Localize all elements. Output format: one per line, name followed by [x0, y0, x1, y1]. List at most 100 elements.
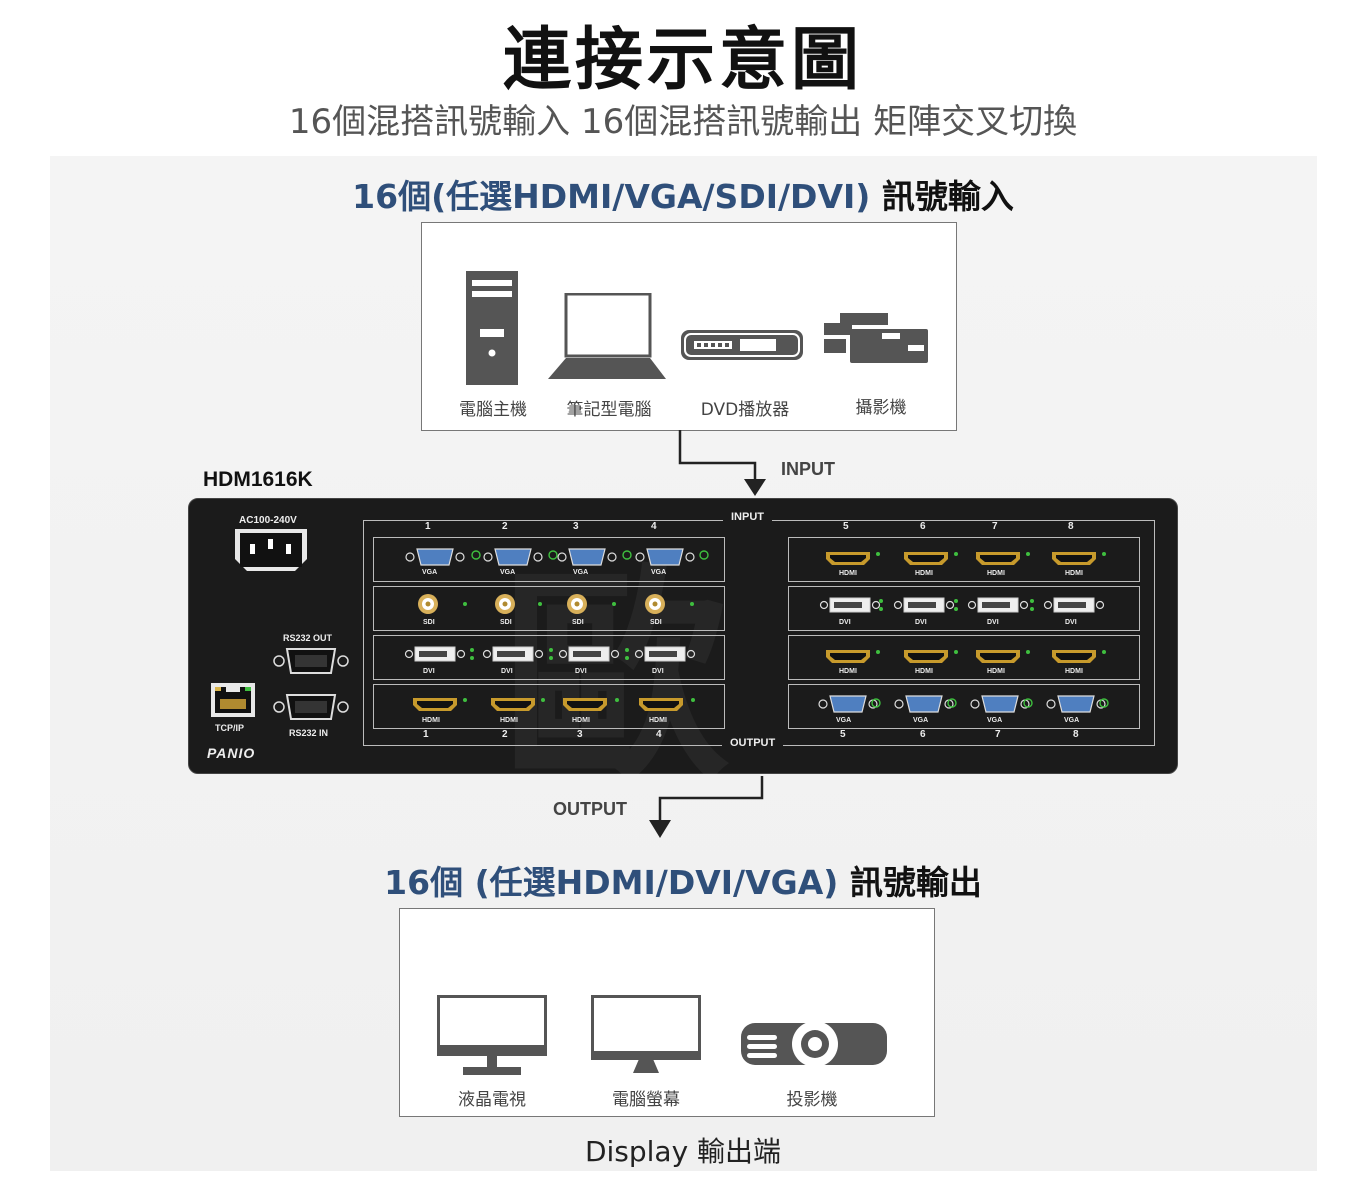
dvi-port-icon[interactable]	[967, 597, 1029, 613]
vga-port-icon[interactable]	[1045, 695, 1107, 713]
rs232-out-port-icon[interactable]	[271, 647, 351, 675]
port-label: HDMI	[987, 668, 1005, 675]
hdmi-port-icon[interactable]	[412, 697, 458, 712]
output-devices-box: 液晶電視 電腦螢幕 投影機	[399, 908, 935, 1117]
port-label: SDI	[650, 619, 662, 626]
vga-port-icon[interactable]	[969, 695, 1031, 713]
status-led-icon	[876, 650, 880, 654]
hdmi-port-icon[interactable]	[975, 649, 1021, 664]
device-label: 筆記型電腦	[566, 400, 652, 420]
device-label: 液晶電視	[458, 1090, 526, 1110]
status-led-icon	[690, 602, 694, 606]
device-label: 電腦主機	[459, 400, 527, 420]
hdmi-port-icon[interactable]	[975, 551, 1021, 566]
output-card-hdmi: HDMI HDMI HDMI HDMI	[788, 537, 1140, 582]
port-number: 1	[425, 521, 431, 532]
port-number: 3	[573, 521, 579, 532]
brand-logo: PANIO	[207, 745, 256, 761]
port-label: VGA	[573, 569, 589, 576]
sdi-bnc-port-icon[interactable]	[644, 593, 666, 615]
ethernet-port-icon[interactable]	[211, 683, 255, 717]
projector-icon	[741, 1021, 887, 1067]
dvi-port-icon[interactable]	[634, 646, 696, 662]
hdmi-port-icon[interactable]	[903, 649, 949, 664]
input-flow-label: INPUT	[781, 459, 835, 479]
port-number: 5	[840, 729, 846, 740]
vga-port-icon[interactable]	[893, 695, 955, 713]
port-label: SDI	[423, 619, 435, 626]
port-number: 5	[843, 521, 849, 532]
port-label: DVI	[915, 619, 927, 626]
rs232-in-port-icon[interactable]	[271, 693, 351, 721]
power-label: AC100-240V	[239, 515, 297, 526]
matrix-switcher-back-panel: 歐瑞 AC100-240V RS232 OUT TCP/IP RS232 IN …	[188, 498, 1178, 1147]
output-card-vga: VGA VGA VGA VGA	[788, 684, 1140, 729]
dvi-port-icon[interactable]	[1043, 597, 1105, 613]
sdi-bnc-port-icon[interactable]	[566, 593, 588, 615]
status-led-icon	[625, 648, 629, 660]
port-label: HDMI	[915, 668, 933, 675]
hdmi-port-icon[interactable]	[825, 551, 871, 566]
status-led-icon	[954, 552, 958, 556]
hdmi-port-icon[interactable]	[638, 697, 684, 712]
output-flow-label: OUTPUT	[553, 799, 627, 819]
dvi-port-icon[interactable]	[404, 646, 466, 662]
port-label: VGA	[651, 569, 667, 576]
vga-port-icon[interactable]	[817, 695, 879, 713]
lcd-tv-icon	[437, 995, 547, 1075]
status-led-icon	[538, 602, 542, 606]
port-label: HDMI	[1065, 668, 1083, 675]
output-heading-suffix: 訊號輸出	[849, 863, 982, 902]
dvi-port-icon[interactable]	[558, 646, 620, 662]
dvi-port-icon[interactable]	[482, 646, 544, 662]
port-label: HDMI	[839, 570, 857, 577]
input-devices-box: 電腦主機 筆記型電腦 DVD播放器 攝影機	[421, 222, 957, 431]
laptop-icon	[548, 293, 666, 379]
vga-port-icon[interactable]	[634, 548, 696, 566]
sdi-bnc-port-icon[interactable]	[417, 593, 439, 615]
vga-port-icon[interactable]	[404, 548, 466, 566]
status-led-icon	[879, 599, 883, 611]
status-led-icon	[471, 550, 481, 560]
port-label: HDMI	[915, 570, 933, 577]
port-number: 8	[1073, 729, 1079, 740]
hdmi-port-icon[interactable]	[903, 551, 949, 566]
status-led-icon	[463, 602, 467, 606]
hdmi-port-icon[interactable]	[1051, 551, 1097, 566]
hdmi-port-icon[interactable]	[825, 649, 871, 664]
port-number: 2	[502, 521, 508, 532]
device-label: DVD播放器	[700, 400, 790, 420]
device-label: 攝影機	[855, 398, 907, 418]
vga-port-icon[interactable]	[556, 548, 618, 566]
port-label: HDMI	[839, 668, 857, 675]
tcpip-label: TCP/IP	[215, 723, 245, 733]
input-heading: 16個(任選HDMI/VGA/SDI/DVI) 訊號輸入	[0, 170, 1366, 218]
power-socket-icon	[235, 529, 307, 571]
device-label: 投影機	[786, 1090, 838, 1110]
hdmi-port-icon[interactable]	[562, 697, 608, 712]
status-led-icon	[548, 550, 558, 560]
output-flow-arrow	[649, 776, 764, 838]
port-label: VGA	[836, 717, 852, 724]
port-label: DVI	[987, 619, 999, 626]
status-led-icon	[1099, 698, 1109, 708]
panel-output-tag: OUTPUT	[722, 737, 784, 749]
port-label: HDMI	[500, 717, 518, 724]
port-label: DVI	[1065, 619, 1077, 626]
port-number: 7	[992, 521, 998, 532]
hdmi-port-icon[interactable]	[490, 697, 536, 712]
port-label: SDI	[500, 619, 512, 626]
status-led-icon	[622, 550, 632, 560]
display-caption: Display 輸出端	[584, 1135, 782, 1168]
device-label: 電腦螢幕	[612, 1090, 680, 1110]
status-led-icon	[1026, 552, 1030, 556]
input-card-sdi: SDI SDI SDI SDI	[373, 586, 725, 631]
hdmi-port-icon[interactable]	[1051, 649, 1097, 664]
port-number: 4	[656, 729, 662, 740]
port-number: 6	[920, 729, 926, 740]
vga-port-icon[interactable]	[482, 548, 544, 566]
status-led-icon	[1102, 650, 1106, 654]
dvi-port-icon[interactable]	[893, 597, 955, 613]
sdi-bnc-port-icon[interactable]	[494, 593, 516, 615]
dvi-port-icon[interactable]	[819, 597, 881, 613]
